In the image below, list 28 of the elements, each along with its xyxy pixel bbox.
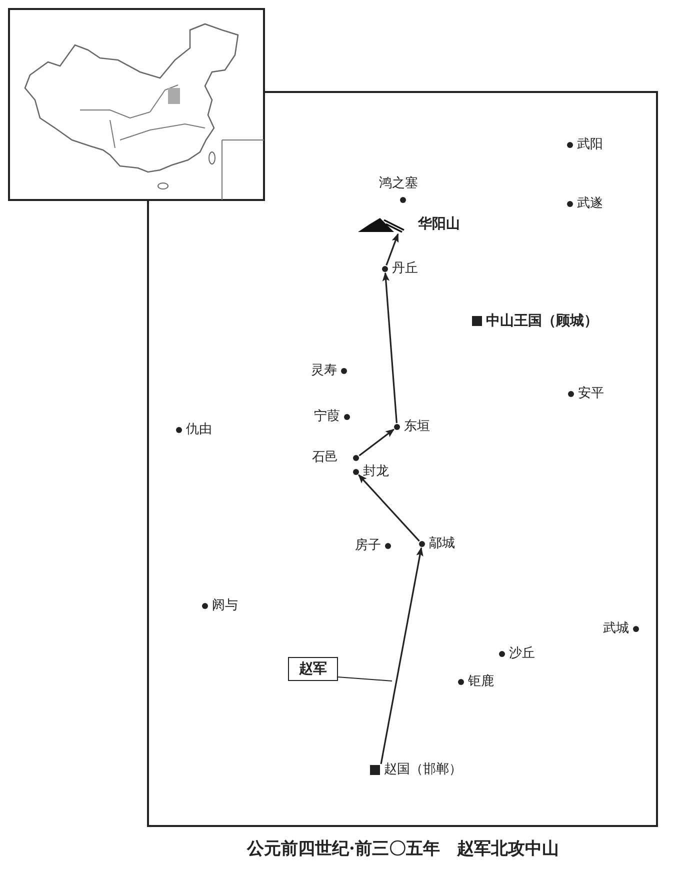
place-name: 房子 <box>355 538 381 554</box>
leader-line <box>338 676 392 682</box>
arrow <box>380 547 424 764</box>
place-name: 安平 <box>578 386 604 402</box>
place-name: 武阳 <box>577 137 603 153</box>
place-name: 灵寿 <box>311 363 337 379</box>
place-name: 阏与 <box>212 598 238 614</box>
arrow <box>382 272 398 424</box>
arrow <box>386 233 399 266</box>
place-name: 鸿之塞 <box>379 176 418 192</box>
arrow <box>358 474 420 542</box>
place-name: 宁葭 <box>314 409 340 425</box>
place-name: 鄗城 <box>429 536 455 552</box>
place-name: 丹丘 <box>392 261 418 277</box>
place-name: 武遂 <box>577 196 603 212</box>
arrow <box>358 428 395 456</box>
place-name: 中山王国（顾城） <box>486 313 598 329</box>
place-name: 沙丘 <box>509 646 535 662</box>
place-name: 武城 <box>603 621 629 637</box>
place-name: 东垣 <box>404 419 430 435</box>
place-name: 石邑 <box>312 450 338 466</box>
place-name: 仇由 <box>186 422 212 438</box>
caption: 公元前四世纪·前三〇五年 赵军北攻中山 <box>246 838 560 860</box>
callout-box: 赵军 <box>288 657 338 681</box>
place-name: 钜鹿 <box>468 674 494 690</box>
mountain-name: 华阳山 <box>418 216 460 232</box>
place-name: 封龙 <box>363 464 389 480</box>
place-name: 赵国（邯郸） <box>384 762 462 778</box>
